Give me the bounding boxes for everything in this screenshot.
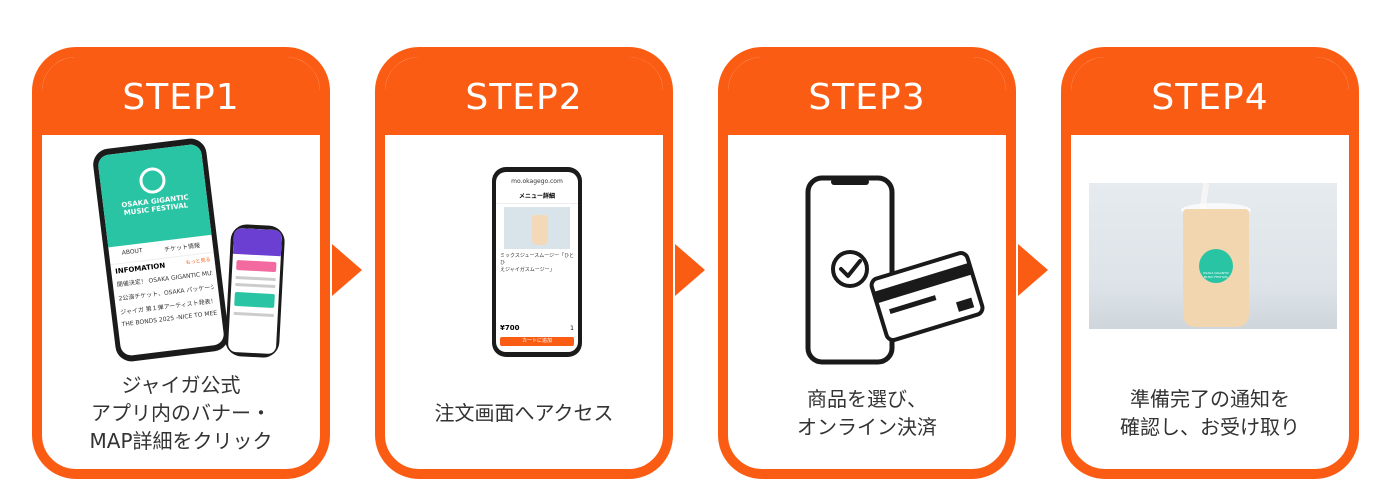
- step-card-3: STEP3 商品を選び、 オンライン決済: [718, 47, 1016, 479]
- smoothie-photo: OSAKA GIGANTIC MUSIC FESTIVAL: [1071, 143, 1349, 371]
- quantity-stepper[interactable]: 1: [570, 324, 574, 332]
- caption-line: アプリ内のバナー・: [91, 401, 271, 425]
- product-name-1: ミックスジュースムージー「ひとひ: [500, 253, 575, 266]
- festival-logo-icon: [137, 166, 167, 196]
- caption-line: MAP詳細をクリック: [89, 429, 273, 453]
- step-caption: ジャイガ公式 アプリ内のバナー・ MAP詳細をクリック: [42, 371, 320, 455]
- arrow-right-icon: [332, 244, 362, 296]
- credit-card-icon: [869, 251, 985, 343]
- order-screen-illustration: mo.okagego.com メニュー詳細 ミックスジュースムージー「ひとひ え…: [385, 143, 663, 371]
- step-title: STEP2: [385, 57, 663, 135]
- product-name-2: えジャイガスムージー」: [500, 267, 555, 273]
- screen-header: メニュー詳細: [496, 191, 578, 204]
- step-title: STEP3: [728, 57, 1006, 135]
- step-title: STEP1: [42, 57, 320, 135]
- check-circle-icon: [831, 250, 869, 288]
- app-banner: OSAKA GIGANTIC MUSIC FESTIVAL: [97, 143, 212, 248]
- add-to-cart-button[interactable]: カートに追加: [500, 337, 574, 346]
- app-screens-illustration: OSAKA GIGANTIC MUSIC FESTIVAL ABOUT チケット…: [42, 136, 320, 371]
- app-phone-small: [224, 223, 286, 359]
- order-phone: mo.okagego.com メニュー詳細 ミックスジュースムージー「ひとひ え…: [492, 167, 582, 357]
- app-screen: OSAKA GIGANTIC MUSIC FESTIVAL ABOUT チケット…: [97, 143, 225, 357]
- step-card-2: STEP2 mo.okagego.com メニュー詳細 ミックスジュースムージー…: [375, 47, 673, 479]
- step-caption: 注文画面へアクセス: [385, 399, 663, 427]
- product-image: [504, 207, 570, 249]
- step-title: STEP4: [1071, 57, 1349, 135]
- caption-line: 確認し、お受け取り: [1120, 415, 1300, 439]
- arrow-right-icon: [675, 244, 705, 296]
- caption-line: 準備完了の通知を: [1130, 387, 1290, 411]
- arrow-right-icon: [1018, 244, 1048, 296]
- caption-line: 商品を選び、: [807, 387, 927, 411]
- phone-outline-icon: [805, 175, 895, 365]
- url-bar[interactable]: mo.okagego.com: [511, 178, 563, 185]
- step-caption: 商品を選び、 オンライン決済: [728, 385, 1006, 441]
- phone-card-payment-icon: [728, 143, 1006, 371]
- payment-svg: [805, 175, 985, 365]
- step-caption: 準備完了の通知を 確認し、お受け取り: [1071, 385, 1349, 441]
- caption-line: ジャイガ公式: [121, 373, 241, 397]
- caption-line: オンライン決済: [797, 415, 937, 439]
- app-phone-main: OSAKA GIGANTIC MUSIC FESTIVAL ABOUT チケット…: [91, 136, 231, 364]
- ticket-tab[interactable]: チケット情報: [163, 242, 201, 254]
- smoothie-cup-photo: OSAKA GIGANTIC MUSIC FESTIVAL: [1089, 183, 1337, 329]
- caption-line: 注文画面へアクセス: [434, 401, 614, 425]
- step-card-4: STEP4 OSAKA GIGANTIC MUSIC FESTIVAL 準備完了…: [1061, 47, 1359, 479]
- about-tab[interactable]: ABOUT: [121, 247, 144, 257]
- price: ¥700: [500, 324, 520, 332]
- step-card-1: STEP1 OSAKA GIGANTIC MUSIC FESTIVAL ABOU…: [32, 47, 330, 479]
- more-link[interactable]: もっと見る: [185, 257, 211, 267]
- festival-logo-icon: OSAKA GIGANTIC MUSIC FESTIVAL: [1199, 249, 1233, 283]
